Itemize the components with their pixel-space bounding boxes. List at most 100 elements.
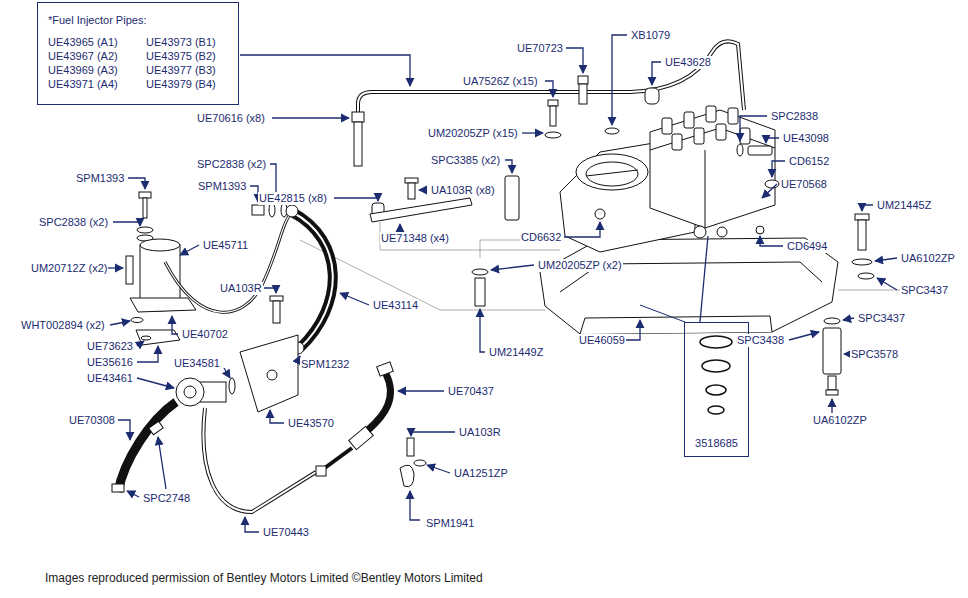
part-number: SPM1941 <box>425 517 475 530</box>
pipe-fittings <box>578 76 588 84</box>
pipe-fittings <box>405 178 418 183</box>
leader-line <box>427 465 450 473</box>
feed-pipe <box>400 465 414 487</box>
fuel-filter <box>126 256 133 284</box>
pipe-fittings <box>858 220 866 250</box>
part-number: UE45711 <box>202 239 249 252</box>
leader-line <box>760 236 783 246</box>
fuel-filter <box>140 239 180 251</box>
throttle-body <box>706 106 716 122</box>
pipe-fittings <box>545 132 561 138</box>
pipe-fittings <box>475 278 485 306</box>
leader-line <box>137 341 144 346</box>
part-number: UE73623 <box>86 340 134 353</box>
fuel-filter <box>139 192 151 198</box>
leader-line <box>137 346 158 362</box>
part-number: CD6494 <box>786 240 828 253</box>
leader-line <box>128 178 145 189</box>
pipe-fittings <box>472 269 488 275</box>
part-number: UE34581 <box>173 357 221 370</box>
leader-line <box>522 132 543 133</box>
leader-line <box>113 222 140 226</box>
leader-line <box>108 267 123 268</box>
part-number: SPC2838 <box>770 110 819 123</box>
leader-line <box>843 318 854 320</box>
leader-line <box>172 316 178 334</box>
part-number: UE43971 (A4) <box>48 77 130 91</box>
alignment-line <box>838 290 900 291</box>
part-number: SPM1232 <box>300 358 350 371</box>
banjo-union <box>229 378 235 394</box>
pipe-fittings <box>408 183 415 199</box>
part-number: UE70443 <box>262 526 310 539</box>
fuel-hose <box>165 212 333 348</box>
banjo-union <box>273 301 280 323</box>
part-number: UE46059 <box>578 334 626 347</box>
leader-line <box>844 353 847 354</box>
banjo-union <box>267 370 277 380</box>
part-number: WHT002894 (x2) <box>20 319 106 332</box>
throttle-body <box>662 118 672 134</box>
throttle-body <box>650 110 775 228</box>
part-number: UE40702 <box>181 328 229 341</box>
kit-leader <box>640 305 685 322</box>
throttle-body <box>728 108 738 124</box>
leader-line <box>340 293 369 305</box>
part-number: UE70568 <box>780 178 828 191</box>
leader-line <box>566 48 583 73</box>
throttle-body <box>740 128 750 144</box>
leader-line <box>480 309 485 352</box>
pipe-fittings <box>748 146 772 155</box>
part-number: UE70437 <box>447 385 495 398</box>
leader-line <box>831 399 832 413</box>
part-list: UE43965 (A1)UE43973 (B1)UE43967 (A2)UE43… <box>48 35 228 91</box>
fuel-filter <box>137 227 153 233</box>
part-number: UM20712Z (x2) <box>30 262 108 275</box>
part-number: UE43977 (B3) <box>146 63 228 77</box>
leader-line <box>612 35 627 125</box>
part-number: SPC3578 <box>850 348 899 361</box>
part-number: UE43114 <box>372 299 419 312</box>
throttle-body <box>595 209 605 219</box>
kit-number: 3518685 <box>695 436 738 450</box>
leader-line <box>118 420 130 440</box>
pipe-fittings <box>579 84 587 104</box>
seal-rings <box>702 360 730 372</box>
leader-line <box>875 258 897 261</box>
pipe-fittings <box>823 328 841 374</box>
part-number: CD6152 <box>788 155 830 168</box>
leader-line <box>491 265 534 270</box>
throttle-body <box>576 154 648 190</box>
leader-line <box>245 517 259 532</box>
fuel-filter <box>141 336 151 340</box>
pipe-fittings <box>548 100 558 106</box>
part-number: UA6102ZP <box>812 414 868 427</box>
banjo-union <box>286 205 298 217</box>
throttle-body <box>756 226 764 234</box>
leader-line <box>505 160 512 173</box>
part-number: UM20205ZP (x2) <box>537 259 623 272</box>
pipe-fittings <box>550 106 556 126</box>
part-number: SPC3437 <box>900 284 949 297</box>
fuel-filter <box>130 298 196 312</box>
throttle-body <box>705 150 706 228</box>
throttle-body <box>540 106 838 334</box>
part-number: UA103R (x8) <box>430 184 496 197</box>
part-number: UE43570 <box>287 417 335 430</box>
leader-line <box>264 288 276 293</box>
part-number: UA6102ZP <box>900 252 956 265</box>
leader-line <box>108 35 897 532</box>
pipe-fittings <box>858 273 874 279</box>
part-number: UA7526Z (x15) <box>462 75 539 88</box>
part-number: UE43979 (B4) <box>146 77 228 91</box>
leader-line <box>877 278 897 290</box>
part-number: SPC2838 (x2) <box>38 216 109 229</box>
return-hose <box>118 402 176 492</box>
part-number: UM21449Z <box>488 346 544 359</box>
seal-rings <box>700 336 732 414</box>
part-number: UE43975 (B2) <box>146 49 228 63</box>
leader-line <box>398 390 444 391</box>
feed-pipe <box>414 460 426 466</box>
part-number: UE71348 (x4) <box>380 232 450 245</box>
